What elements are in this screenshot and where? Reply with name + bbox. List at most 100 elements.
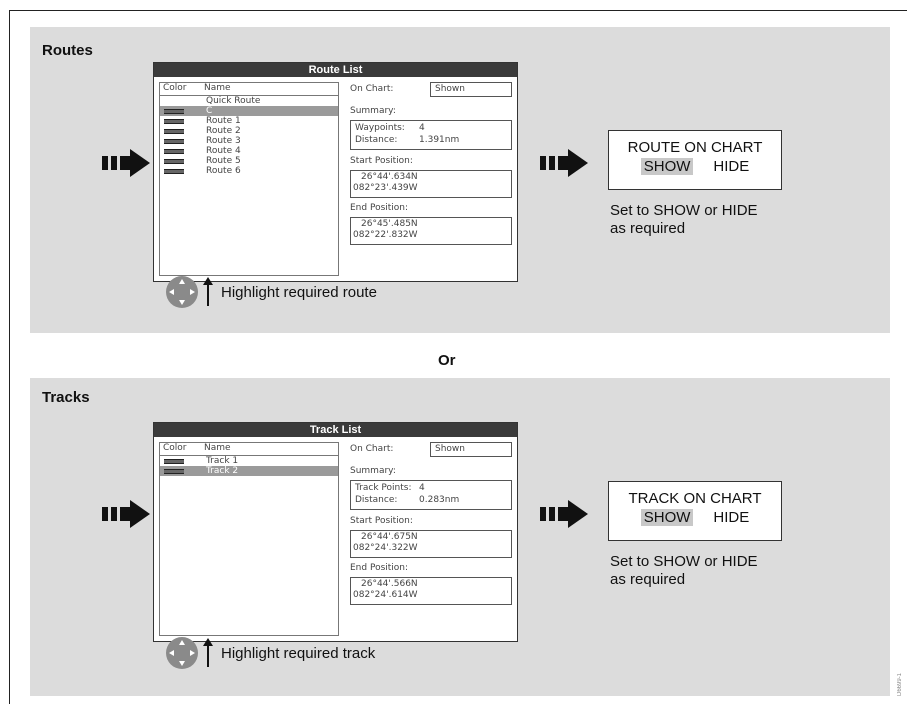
- list-item[interactable]: Track 1: [160, 456, 338, 466]
- waypoints-value: 4: [419, 123, 425, 133]
- list-item[interactable]: Route 1: [160, 116, 338, 126]
- on-chart-value: Shown: [435, 444, 465, 454]
- end-position-box: 26°45'.485N 082°22'.832W: [350, 217, 512, 245]
- route-popup-title: ROUTE ON CHART: [627, 139, 763, 156]
- list-item[interactable]: C: [160, 106, 338, 116]
- start-position-label: Start Position:: [350, 156, 413, 166]
- start-position-box: 26°44'.675N 082°24'.322W: [350, 530, 512, 558]
- tracks-section-title: Tracks: [42, 389, 90, 406]
- up-arrow-icon: [203, 638, 213, 667]
- on-chart-field[interactable]: Shown: [430, 442, 512, 457]
- line-color-swatch: [164, 149, 184, 154]
- summary-label: Summary:: [350, 106, 396, 116]
- track-points-label: Track Points:: [355, 483, 412, 493]
- track-popup-title: TRACK ON CHART: [628, 490, 762, 507]
- list-item[interactable]: Route 2: [160, 126, 338, 136]
- list-item-name: Route 3: [206, 136, 241, 146]
- on-chart-label: On Chart:: [350, 84, 394, 94]
- summary-box: Waypoints: 4 Distance: 1.391nm: [350, 120, 512, 150]
- distance-value: 0.283nm: [419, 495, 460, 505]
- distance-label: Distance:: [355, 135, 398, 145]
- track-points-value: 4: [419, 483, 425, 493]
- track-note-line2: as required: [610, 571, 686, 588]
- list-item-name: Route 1: [206, 116, 241, 126]
- track-list-header: Color Name: [160, 443, 338, 456]
- frame-top-rule: [9, 10, 907, 11]
- track-show-option[interactable]: SHOW: [640, 509, 694, 526]
- summary-box: Track Points: 4 Distance: 0.283nm: [350, 480, 512, 510]
- start-lat: 26°44'.675N: [361, 532, 418, 542]
- start-position-label: Start Position:: [350, 516, 413, 526]
- dpad-icon: [166, 637, 198, 669]
- list-item[interactable]: Route 4: [160, 146, 338, 156]
- waypoints-label: Waypoints:: [355, 123, 405, 133]
- start-lat: 26°44'.634N: [361, 172, 418, 182]
- end-position-label: End Position:: [350, 203, 409, 213]
- list-item-name: Route 5: [206, 156, 241, 166]
- track-hint: Highlight required track: [165, 636, 375, 670]
- list-item[interactable]: Track 2: [160, 466, 338, 476]
- route-hint-text: Highlight required route: [221, 283, 377, 301]
- distance-value: 1.391nm: [419, 135, 460, 145]
- start-lon: 082°24'.322W: [353, 543, 418, 553]
- summary-label: Summary:: [350, 466, 396, 476]
- color-column-header: Color: [163, 83, 187, 93]
- name-column-header: Name: [204, 83, 231, 93]
- line-color-swatch: [164, 459, 184, 464]
- or-label: Or: [438, 352, 456, 369]
- tracks-right-arrow-icon: [540, 500, 588, 528]
- list-item-name: Route 6: [206, 166, 241, 176]
- list-item-name: Track 2: [206, 466, 239, 476]
- up-arrow-icon: [203, 277, 213, 306]
- list-item-name: Quick Route: [206, 96, 261, 106]
- name-column-header: Name: [204, 443, 231, 453]
- route-hint: Highlight required route: [165, 275, 377, 309]
- color-column-header: Color: [163, 443, 187, 453]
- track-hint-text: Highlight required track: [221, 644, 376, 662]
- line-color-swatch: [164, 129, 184, 134]
- track-on-chart-popup: TRACK ON CHART SHOW HIDE: [608, 481, 782, 541]
- route-on-chart-popup: ROUTE ON CHART SHOW HIDE: [608, 130, 782, 190]
- list-item[interactable]: Route 5: [160, 156, 338, 166]
- route-note-line2: as required: [610, 220, 686, 237]
- start-position-box: 26°44'.634N 082°23'.439W: [350, 170, 512, 198]
- line-color-swatch: [164, 169, 184, 174]
- frame-left-rule: [9, 10, 10, 704]
- list-item[interactable]: Route 6: [160, 166, 338, 176]
- list-item[interactable]: Route 3: [160, 136, 338, 146]
- track-note: Set to SHOW or HIDE as required: [610, 553, 758, 589]
- on-chart-label: On Chart:: [350, 444, 394, 454]
- routes-right-arrow-icon: [540, 149, 588, 177]
- routes-section-title: Routes: [42, 42, 93, 59]
- routes-panel: Routes Route List Color Name Quick Route…: [30, 27, 890, 333]
- routes-left-arrow-icon: [102, 149, 150, 177]
- track-list-title: Track List: [154, 423, 517, 437]
- figure-code: D6699-1: [897, 672, 903, 696]
- list-item[interactable]: Quick Route: [160, 96, 338, 106]
- dpad-icon: [166, 276, 198, 308]
- line-color-swatch: [164, 139, 184, 144]
- end-lon: 082°22'.832W: [353, 230, 418, 240]
- on-chart-field[interactable]: Shown: [430, 82, 512, 97]
- list-item-name: Route 2: [206, 126, 241, 136]
- list-item-name: C: [206, 106, 213, 116]
- track-note-line1: Set to SHOW or HIDE: [610, 553, 758, 570]
- list-item-name: Route 4: [206, 146, 241, 156]
- end-position-box: 26°44'.566N 082°24'.614W: [350, 577, 512, 605]
- track-hide-option[interactable]: HIDE: [713, 509, 750, 526]
- list-item-name: Track 1: [206, 456, 239, 466]
- route-hide-option[interactable]: HIDE: [713, 158, 750, 175]
- route-note-line1: Set to SHOW or HIDE: [610, 202, 758, 219]
- route-show-option[interactable]: SHOW: [640, 158, 694, 175]
- tracks-left-arrow-icon: [102, 500, 150, 528]
- end-lat: 26°44'.566N: [361, 579, 418, 589]
- route-list-header: Color Name: [160, 83, 338, 96]
- line-color-swatch: [164, 109, 184, 114]
